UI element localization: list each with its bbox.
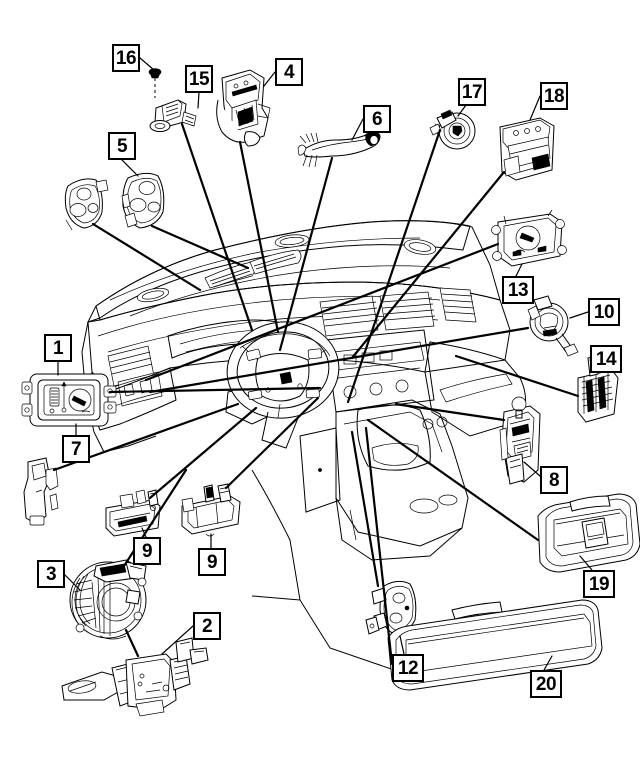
part-switch-pod-left bbox=[105, 489, 161, 537]
part-headlamp-leveling-switch bbox=[491, 209, 567, 267]
part-clockspring bbox=[69, 559, 147, 640]
part-door-ajar-switch bbox=[365, 580, 417, 635]
part-retaining-screw bbox=[148, 68, 162, 98]
callout-14[interactable]: 14 bbox=[590, 345, 622, 373]
part-ignition-lock-cylinder bbox=[527, 295, 579, 357]
part-power-outlet-switch-module bbox=[499, 396, 541, 485]
callout-20[interactable]: 20 bbox=[530, 670, 562, 698]
part-switch-pod-right bbox=[181, 483, 241, 537]
callout-5[interactable]: 5 bbox=[108, 132, 136, 160]
part-cigar-lighter-element bbox=[429, 109, 476, 150]
callout-16[interactable]: 16 bbox=[112, 44, 140, 72]
callout-9-left[interactable]: 9 bbox=[133, 537, 161, 565]
callout-2[interactable]: 2 bbox=[193, 612, 221, 640]
callout-4[interactable]: 4 bbox=[275, 58, 303, 86]
part-jumper-wiring-harness bbox=[297, 131, 381, 168]
center-console bbox=[251, 399, 469, 673]
part-switch-bezel-small bbox=[387, 599, 603, 691]
part-ignition-switch-housing bbox=[216, 69, 271, 147]
callout-8[interactable]: 8 bbox=[540, 466, 568, 494]
callout-10[interactable]: 10 bbox=[588, 298, 620, 326]
part-multi-function-switch bbox=[61, 637, 209, 717]
part-switch-bezel-large bbox=[537, 493, 640, 573]
part-brake-lamp-switch bbox=[149, 99, 197, 132]
callout-17[interactable]: 17 bbox=[458, 78, 486, 106]
callout-13[interactable]: 13 bbox=[502, 276, 534, 304]
callout-6[interactable]: 6 bbox=[363, 105, 391, 133]
callout-12[interactable]: 12 bbox=[392, 654, 424, 682]
leader-lines bbox=[52, 57, 601, 671]
callout-3[interactable]: 3 bbox=[37, 560, 65, 588]
callout-7[interactable]: 7 bbox=[62, 435, 90, 463]
callout-15[interactable]: 15 bbox=[185, 65, 213, 93]
callout-1[interactable]: 1 bbox=[44, 334, 72, 362]
callout-18[interactable]: 18 bbox=[540, 82, 568, 110]
callout-19[interactable]: 19 bbox=[583, 570, 615, 598]
instrument-panel-body bbox=[81, 220, 526, 453]
part-window-switch-assembly bbox=[499, 117, 555, 181]
part-headlamp-switch bbox=[21, 373, 117, 427]
part-speaker-grille-right bbox=[121, 172, 165, 229]
callout-9-right[interactable]: 9 bbox=[198, 548, 226, 576]
part-speaker-grille-left bbox=[64, 178, 109, 231]
part-switch-bracket bbox=[23, 457, 59, 526]
